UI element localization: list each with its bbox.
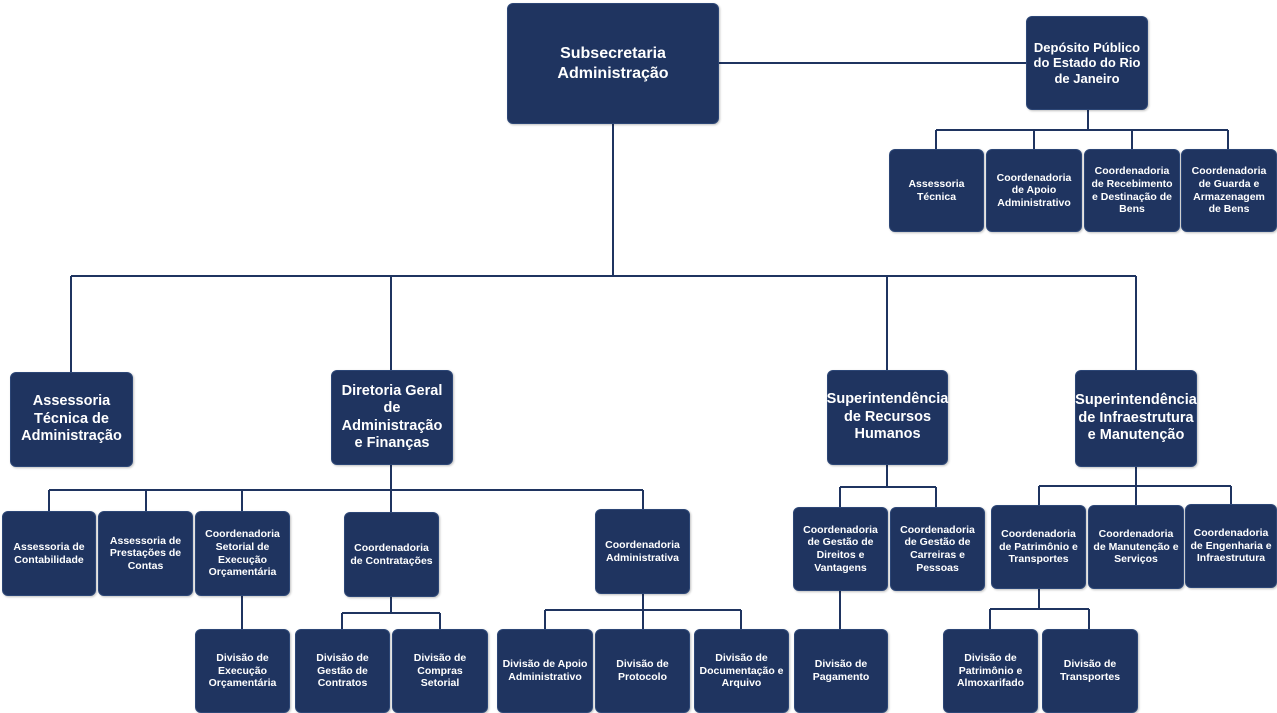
coord-administrativa-label: Coordenadoria Administrativa: [605, 538, 680, 564]
superintendencia-rh-label: Superintendência de Recursos Humanos: [826, 391, 949, 443]
div-apoio-administrativo-label: Divisão de Apoio Administrativo: [502, 658, 588, 683]
coord-carreiras-pessoas-label: Coordenadoria de Gestão de Carreiras e P…: [900, 523, 975, 574]
coord-patrimonio-transportes-box[interactable]: Coordenadoria de Patrimônio e Transporte…: [991, 505, 1086, 589]
dep-coord-recebimento-label: Coordenadoria de Recebimento e Destinaçã…: [1091, 165, 1173, 216]
div-protocolo-box[interactable]: Divisão de Protocolo: [595, 629, 690, 713]
assessoria-contabilidade-box[interactable]: Assessoria de Contabilidade: [2, 511, 96, 596]
coord-engenharia-infra-label: Coordenadoria de Engenharia e Infraestru…: [1190, 527, 1272, 565]
div-patrimonio-almoxarifado-label: Divisão de Patrimônio e Almoxarifado: [956, 652, 1025, 690]
dep-assessoria-tecnica-box[interactable]: Assessoria Técnica: [889, 149, 984, 232]
superintendencia-infra-label: Superintendência de Infraestrutura e Man…: [1075, 392, 1197, 444]
subsecretaria-label: Subsecretaria Administração: [557, 45, 669, 82]
div-compras-setorial-label: Divisão de Compras Setorial: [413, 652, 467, 690]
coord-engenharia-infra-box[interactable]: Coordenadoria de Engenharia e Infraestru…: [1185, 504, 1277, 588]
superintendencia-infra-box[interactable]: Superintendência de Infraestrutura e Man…: [1075, 370, 1197, 467]
dep-coord-apoio-label: Coordenadoria de Apoio Administrativo: [996, 171, 1072, 209]
dep-coord-recebimento-box[interactable]: Coordenadoria de Recebimento e Destinaçã…: [1084, 149, 1180, 232]
coord-contratacoes-box[interactable]: Coordenadoria de Contratações: [344, 512, 439, 597]
coord-carreiras-pessoas-box[interactable]: Coordenadoria de Gestão de Carreiras e P…: [890, 507, 985, 591]
div-execucao-orcamentaria-label: Divisão de Execução Orçamentária: [208, 652, 277, 690]
assessoria-prestacoes-label: Assessoria de Prestações de Contas: [109, 534, 182, 572]
assessoria-tecnica-label: Assessoria Técnica de Administração: [21, 393, 122, 445]
deposito-publico-label: Depósito Público do Estado do Rio de Jan…: [1033, 39, 1141, 86]
coord-patrimonio-transportes-label: Coordenadoria de Patrimônio e Transporte…: [999, 528, 1078, 566]
deposito-publico-box[interactable]: Depósito Público do Estado do Rio de Jan…: [1026, 16, 1148, 110]
assessoria-tecnica-box[interactable]: Assessoria Técnica de Administração: [10, 372, 133, 467]
div-transportes-box[interactable]: Divisão de Transportes: [1042, 629, 1138, 713]
div-compras-setorial-box[interactable]: Divisão de Compras Setorial: [392, 629, 488, 713]
coord-direitos-vantagens-label: Coordenadoria de Gestão de Direitos e Va…: [803, 523, 878, 574]
dep-coord-guarda-label: Coordenadoria de Guarda e Armazenagem de…: [1191, 165, 1267, 216]
coord-direitos-vantagens-box[interactable]: Coordenadoria de Gestão de Direitos e Va…: [793, 507, 888, 591]
div-patrimonio-almoxarifado-box[interactable]: Divisão de Patrimônio e Almoxarifado: [943, 629, 1038, 713]
assessoria-contabilidade-label: Assessoria de Contabilidade: [13, 540, 85, 566]
diretoria-geral-label: Diretoria Geral de Administração e Finan…: [341, 382, 443, 451]
dep-coord-guarda-box[interactable]: Coordenadoria de Guarda e Armazenagem de…: [1181, 149, 1277, 232]
div-apoio-administrativo-box[interactable]: Divisão de Apoio Administrativo: [497, 629, 593, 713]
div-pagamento-label: Divisão de Pagamento: [812, 658, 870, 683]
subsecretaria-box[interactable]: Subsecretaria Administração: [507, 3, 719, 124]
coord-contratacoes-label: Coordenadoria de Contratações: [350, 541, 433, 567]
div-execucao-orcamentaria-box[interactable]: Divisão de Execução Orçamentária: [195, 629, 290, 713]
div-gestao-contratos-box[interactable]: Divisão de Gestão de Contratos: [295, 629, 390, 713]
dep-coord-apoio-box[interactable]: Coordenadoria de Apoio Administrativo: [986, 149, 1082, 232]
div-gestao-contratos-label: Divisão de Gestão de Contratos: [316, 652, 369, 690]
assessoria-prestacoes-box[interactable]: Assessoria de Prestações de Contas: [98, 511, 193, 596]
coord-setorial-execucao-label: Coordenadoria Setorial de Execução Orçam…: [205, 528, 280, 579]
div-transportes-label: Divisão de Transportes: [1059, 658, 1121, 683]
diretoria-geral-box[interactable]: Diretoria Geral de Administração e Finan…: [331, 370, 453, 465]
dep-assessoria-tecnica-label: Assessoria Técnica: [908, 177, 965, 203]
coord-manutencao-servicos-label: Coordenadoria de Manutenção e Serviços: [1093, 528, 1179, 566]
div-documentacao-arquivo-label: Divisão de Documentação e Arquivo: [699, 652, 784, 690]
coord-setorial-execucao-box[interactable]: Coordenadoria Setorial de Execução Orçam…: [195, 511, 290, 596]
coord-administrativa-box[interactable]: Coordenadoria Administrativa: [595, 509, 690, 594]
div-protocolo-label: Divisão de Protocolo: [616, 658, 669, 683]
superintendencia-rh-box[interactable]: Superintendência de Recursos Humanos: [827, 370, 948, 465]
coord-manutencao-servicos-box[interactable]: Coordenadoria de Manutenção e Serviços: [1088, 505, 1184, 589]
div-pagamento-box[interactable]: Divisão de Pagamento: [794, 629, 888, 713]
div-documentacao-arquivo-box[interactable]: Divisão de Documentação e Arquivo: [694, 629, 789, 713]
